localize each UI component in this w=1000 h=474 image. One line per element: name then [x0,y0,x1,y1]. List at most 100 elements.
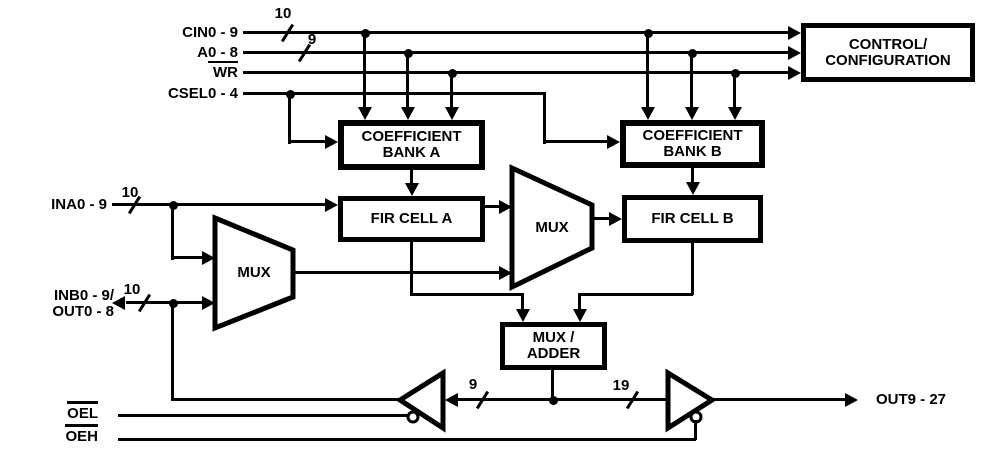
arrow-bank-a-fir-a [405,183,419,196]
junction-csel [286,90,295,99]
wire-fir-b-to-adder [578,293,693,296]
mux-adder-block: MUX / ADDER [500,322,607,370]
junction-inb [169,299,178,308]
bank-b-label-line1: COEFFICIENT [642,127,743,144]
arrow-fir-a-mux [499,200,512,214]
bank-a-label-line1: COEFFICIENT [361,128,462,145]
coefficient-bank-b-block: COEFFICIENT BANK B [620,120,765,168]
arrow-input-mux-cascade [499,266,512,280]
arrow-inb-out [112,296,125,310]
pin-label-addr: A0 - 8 [120,44,238,63]
bus-width-addr: 9 [307,31,317,48]
junction-addr-a [404,49,413,58]
mux-adder-label-line1: MUX / [532,329,575,346]
pin-label-cin: CIN0 - 9 [182,24,238,41]
junction-cin-b [644,29,653,38]
junction-addr-b [688,49,697,58]
arrow-addr-bank-b [685,107,699,120]
wire-wr [243,71,788,74]
arrow-mux-fir-b [609,212,622,226]
bus-width-cin: 10 [274,5,292,22]
arrow-fir-a-adder [516,309,530,322]
fir-cell-b-block: FIR CELL B [622,195,763,243]
bus-width-inb: 10 [123,281,141,298]
wire-output-bus-right [712,398,845,401]
wire-wr-bank-a-drop [450,73,453,107]
bus-width-out-low: 9 [468,376,478,393]
pin-label-oeh-text: OEH [65,424,98,445]
out-high-buffer-icon [665,368,717,433]
arrow-wr-bank-a [445,107,459,120]
junction-ina [169,201,178,210]
out-low-buffer-icon [395,368,446,433]
arrow-addr-bank-a [401,107,415,120]
pin-label-oeh: OEH [50,424,98,445]
wire-csel-bus [243,92,545,95]
pin-label-inb-line2: OUT0 - 8 [52,303,114,320]
pin-label-csel: CSEL0 - 4 [167,85,238,102]
bus-width-ina: 10 [121,184,139,201]
arrow-csel-bank-a [325,135,338,149]
wire-oeh-riser [694,420,697,440]
pin-label-oel-text: OEL [67,401,98,422]
pin-label-addr-range: 0 - 8 [207,44,238,63]
wire-csel-bank-b-drop [543,92,546,144]
arrow-csel-bank-b [607,135,620,149]
wire-cin-bank-b-drop [646,33,649,107]
junction-cin-a [361,29,370,38]
arrow-bus-out-low-buffer [445,393,458,407]
wire-feedback-riser [171,301,174,400]
wire-csel-bank-b [543,140,607,143]
wire-input-mux-out [293,271,499,274]
pin-label-addr-prefix: A [197,44,208,61]
arrow-wr-bank-b [728,107,742,120]
wire-addr-bank-b-drop [690,53,693,107]
pin-label-wr: WR [213,64,238,81]
arrow-addr-control [788,46,801,60]
input-mux-label: MUX [237,264,271,281]
wire-csel-bank-a-drop [288,92,291,144]
wire-addr-bank-a-drop [406,53,409,107]
wire-fir-b-down [691,243,694,295]
control-configuration-block: CONTROL/ CONFIGURATION [801,23,975,82]
pin-label-out: OUT9 - 27 [876,391,947,408]
wire-fir-a-to-mux [485,205,499,208]
wire-oeh [118,438,696,441]
wire-ina-bus [112,203,325,206]
arrow-inb-mux [202,296,215,310]
control-block-label-line2: CONFIGURATION [825,51,951,69]
wire-fir-a-adder-drop [521,293,524,311]
arrow-ina-mux [202,251,215,265]
wire-inb-bus [126,301,202,304]
fir-cell-a-label: FIR CELL A [370,210,453,227]
oel-enable-bubble-icon [406,410,420,424]
pin-label-ina: INA0 - 9 [51,196,107,213]
wire-cin-bus [243,31,788,34]
wire-wr-bank-b-drop [733,73,736,107]
bus-width-out-high: 19 [612,377,630,394]
pin-label-inb-out: INB0 - 9/ OUT0 - 8 [18,288,114,320]
coefficient-bank-a-block: COEFFICIENT BANK A [338,120,485,170]
arrow-cin-bank-a [358,107,372,120]
junction-output-bus [549,396,558,405]
arrow-wr-control [788,66,801,80]
wire-addr-bus [243,51,788,54]
wire-output-bus-left [458,398,668,401]
bank-b-label-line2: BANK B [663,143,722,160]
wire-fir-a-to-adder [410,293,523,296]
fir-cell-b-label: FIR CELL B [651,210,734,227]
arrow-bank-b-fir-b [686,182,700,195]
arrow-fir-b-adder [573,309,587,322]
wire-csel-bank-a [288,140,325,143]
wire-cascade-mux-to-fir-b [592,217,609,220]
wire-ina-to-mux [171,256,202,259]
junction-wr-b [731,69,740,78]
wire-fir-b-adder-drop [578,293,581,311]
arrow-cin-bank-b [641,107,655,120]
wire-bank-b-to-fir-b [691,168,694,182]
junction-wr-a [448,69,457,78]
control-block-label-line1: CONTROL/ [848,35,928,53]
pin-label-inb-line1: INB0 - 9/ [53,287,114,304]
wire-out-low-feedback [171,398,401,401]
